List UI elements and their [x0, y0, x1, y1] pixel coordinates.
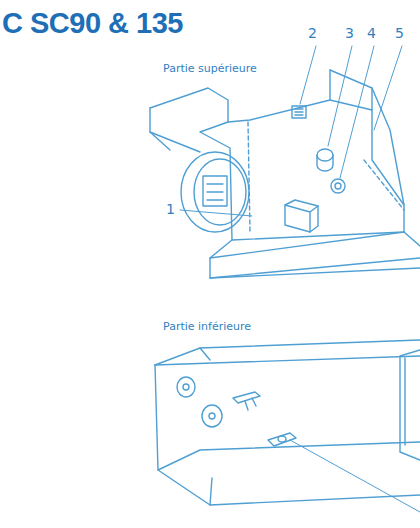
- upper-housing: [150, 70, 420, 278]
- page-title: C SC90 & 135: [2, 9, 183, 38]
- callout-number: 3: [345, 26, 354, 40]
- callout-number: 5: [395, 26, 404, 40]
- lower-housing: [155, 340, 420, 505]
- lower-components: [233, 392, 420, 512]
- callout-number: 1: [166, 202, 175, 216]
- callout-number: 2: [308, 26, 317, 40]
- callout-number: 4: [367, 26, 376, 40]
- section-heading: Partie supérieure: [163, 63, 257, 74]
- section-heading: Partie inférieure: [163, 321, 251, 332]
- upper-components: [285, 106, 345, 232]
- gauge: [181, 152, 249, 232]
